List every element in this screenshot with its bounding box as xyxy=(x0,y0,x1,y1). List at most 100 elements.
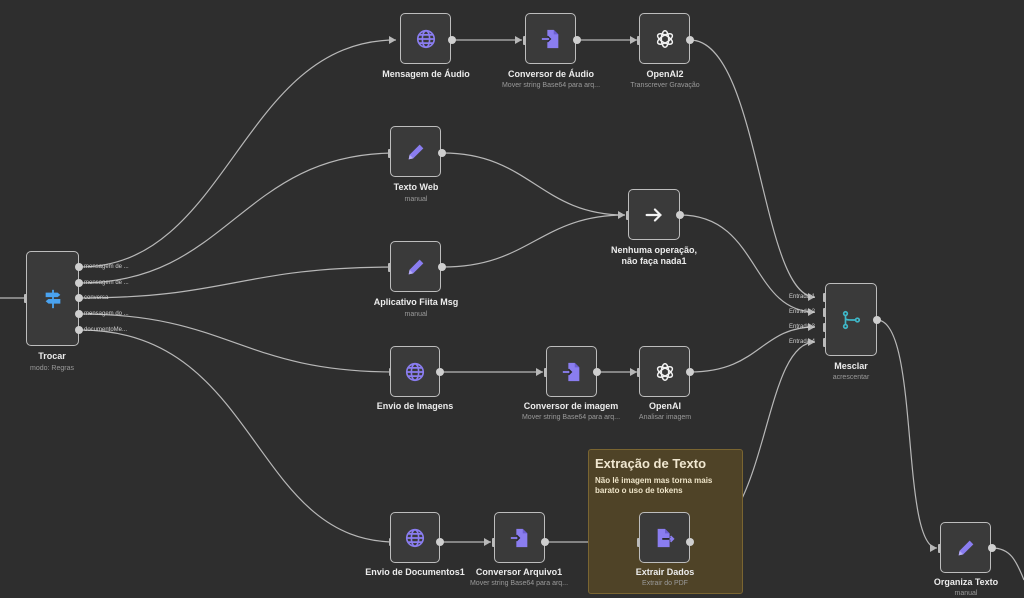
output-port[interactable] xyxy=(75,310,83,318)
output-port[interactable] xyxy=(75,263,83,271)
openai-icon xyxy=(654,361,676,383)
input-port[interactable] xyxy=(637,538,640,547)
input-port[interactable] xyxy=(823,323,826,332)
output-port[interactable] xyxy=(686,36,694,44)
node-openai2[interactable] xyxy=(639,13,690,64)
connection xyxy=(679,214,816,313)
connection xyxy=(689,39,816,298)
node-mensagem-de-audio[interactable] xyxy=(400,13,451,64)
connection xyxy=(79,313,397,373)
node-subtitle: Mover string Base64 para arq... xyxy=(501,82,601,89)
arrowhead xyxy=(484,538,491,546)
output-port[interactable] xyxy=(686,368,694,376)
sticky-title: Extração de Texto xyxy=(595,456,707,471)
node-subtitle: Extrair do PDF xyxy=(642,580,688,587)
node-label: Nenhuma operação, não faça nada1 xyxy=(610,245,698,266)
globe-icon xyxy=(404,361,426,383)
globe-icon xyxy=(404,527,426,549)
node-mesclar[interactable] xyxy=(825,283,877,356)
input-port[interactable] xyxy=(388,149,391,158)
node-trocar[interactable] xyxy=(26,251,79,346)
signpost-icon xyxy=(42,288,64,310)
arrowhead xyxy=(630,368,637,376)
input-port[interactable] xyxy=(823,338,826,347)
input-port[interactable] xyxy=(626,211,629,220)
node-label: Conversor de imagem xyxy=(523,401,619,411)
connection xyxy=(79,266,397,299)
output-port[interactable] xyxy=(438,263,446,271)
node-envio-de-documentos1[interactable] xyxy=(390,512,440,563)
node-subtitle: manual xyxy=(404,196,428,203)
node-subtitle: Mover string Base64 para arq... xyxy=(469,580,569,587)
arrowhead xyxy=(808,308,815,316)
node-aplicativo-fiita-msg[interactable] xyxy=(390,241,441,292)
output-port[interactable] xyxy=(988,544,996,552)
input-port[interactable] xyxy=(492,538,495,547)
node-subtitle: Transcrever Gravação xyxy=(630,82,700,89)
input-port[interactable] xyxy=(544,368,547,377)
node-label: Extrair Dados xyxy=(635,567,695,577)
globe-icon xyxy=(415,28,437,50)
input-port[interactable] xyxy=(938,544,941,553)
output-port[interactable] xyxy=(676,211,684,219)
connection xyxy=(79,39,397,268)
node-label: Mesclar xyxy=(834,361,868,371)
arrowhead xyxy=(930,544,937,552)
node-label: Envio de Imagens xyxy=(376,401,454,411)
node-label: OpenAI xyxy=(648,401,682,411)
output-port[interactable] xyxy=(873,316,881,324)
output-port[interactable] xyxy=(686,538,694,546)
arrowhead xyxy=(536,368,543,376)
output-port[interactable] xyxy=(75,279,83,287)
node-conversor-de-imagem[interactable] xyxy=(546,346,597,397)
pencil-icon xyxy=(405,141,427,163)
node-envio-de-imagens[interactable] xyxy=(390,346,440,397)
output-port[interactable] xyxy=(448,36,456,44)
sticky-body: Não lê imagem mas torna mais barato o us… xyxy=(595,476,713,495)
output-port[interactable] xyxy=(573,36,581,44)
output-port[interactable] xyxy=(75,326,83,334)
input-port[interactable] xyxy=(637,36,640,45)
output-label: mensagem de ... xyxy=(84,280,129,286)
arrowhead xyxy=(808,293,815,301)
node-label: Mensagem de Áudio xyxy=(382,69,470,79)
input-port[interactable] xyxy=(523,36,526,45)
output-label: mensagem de ... xyxy=(84,264,129,270)
file-export-icon xyxy=(654,527,676,549)
node-label: Organiza Texto xyxy=(933,577,999,587)
output-port[interactable] xyxy=(436,538,444,546)
pencil-icon xyxy=(405,256,427,278)
arrow-right-icon xyxy=(643,204,665,226)
node-label: Conversor de Áudio xyxy=(507,69,595,79)
node-subtitle: manual xyxy=(954,590,978,597)
node-openai[interactable] xyxy=(639,346,690,397)
file-import-icon xyxy=(509,527,531,549)
output-port[interactable] xyxy=(438,149,446,157)
node-texto-web[interactable] xyxy=(390,126,441,177)
output-port[interactable] xyxy=(75,294,83,302)
input-port[interactable] xyxy=(823,293,826,302)
input-label: Entrada 2 xyxy=(789,309,816,315)
node-subtitle: modo: Regras xyxy=(30,365,74,372)
node-conversor-de-audio[interactable] xyxy=(525,13,576,64)
input-port[interactable] xyxy=(24,294,27,303)
connection xyxy=(442,214,626,268)
node-nenhuma-operacao[interactable] xyxy=(628,189,680,240)
node-conversor-arquivo1[interactable] xyxy=(494,512,545,563)
node-organiza-texto[interactable] xyxy=(940,522,991,573)
pencil-icon xyxy=(955,537,977,559)
sticky-note[interactable]: Extração de Texto Não lê imagem mas torn… xyxy=(588,449,743,594)
node-subtitle: manual xyxy=(404,311,428,318)
input-port[interactable] xyxy=(388,263,391,272)
input-port[interactable] xyxy=(823,308,826,317)
connection xyxy=(876,319,938,549)
input-port[interactable] xyxy=(637,368,640,377)
output-port[interactable] xyxy=(593,368,601,376)
output-port[interactable] xyxy=(541,538,549,546)
output-port[interactable] xyxy=(436,368,444,376)
node-extrair-dados[interactable] xyxy=(639,512,690,563)
node-subtitle: Analisar imagem xyxy=(638,414,692,421)
node-label: Trocar xyxy=(38,351,66,361)
arrowhead xyxy=(515,36,522,44)
